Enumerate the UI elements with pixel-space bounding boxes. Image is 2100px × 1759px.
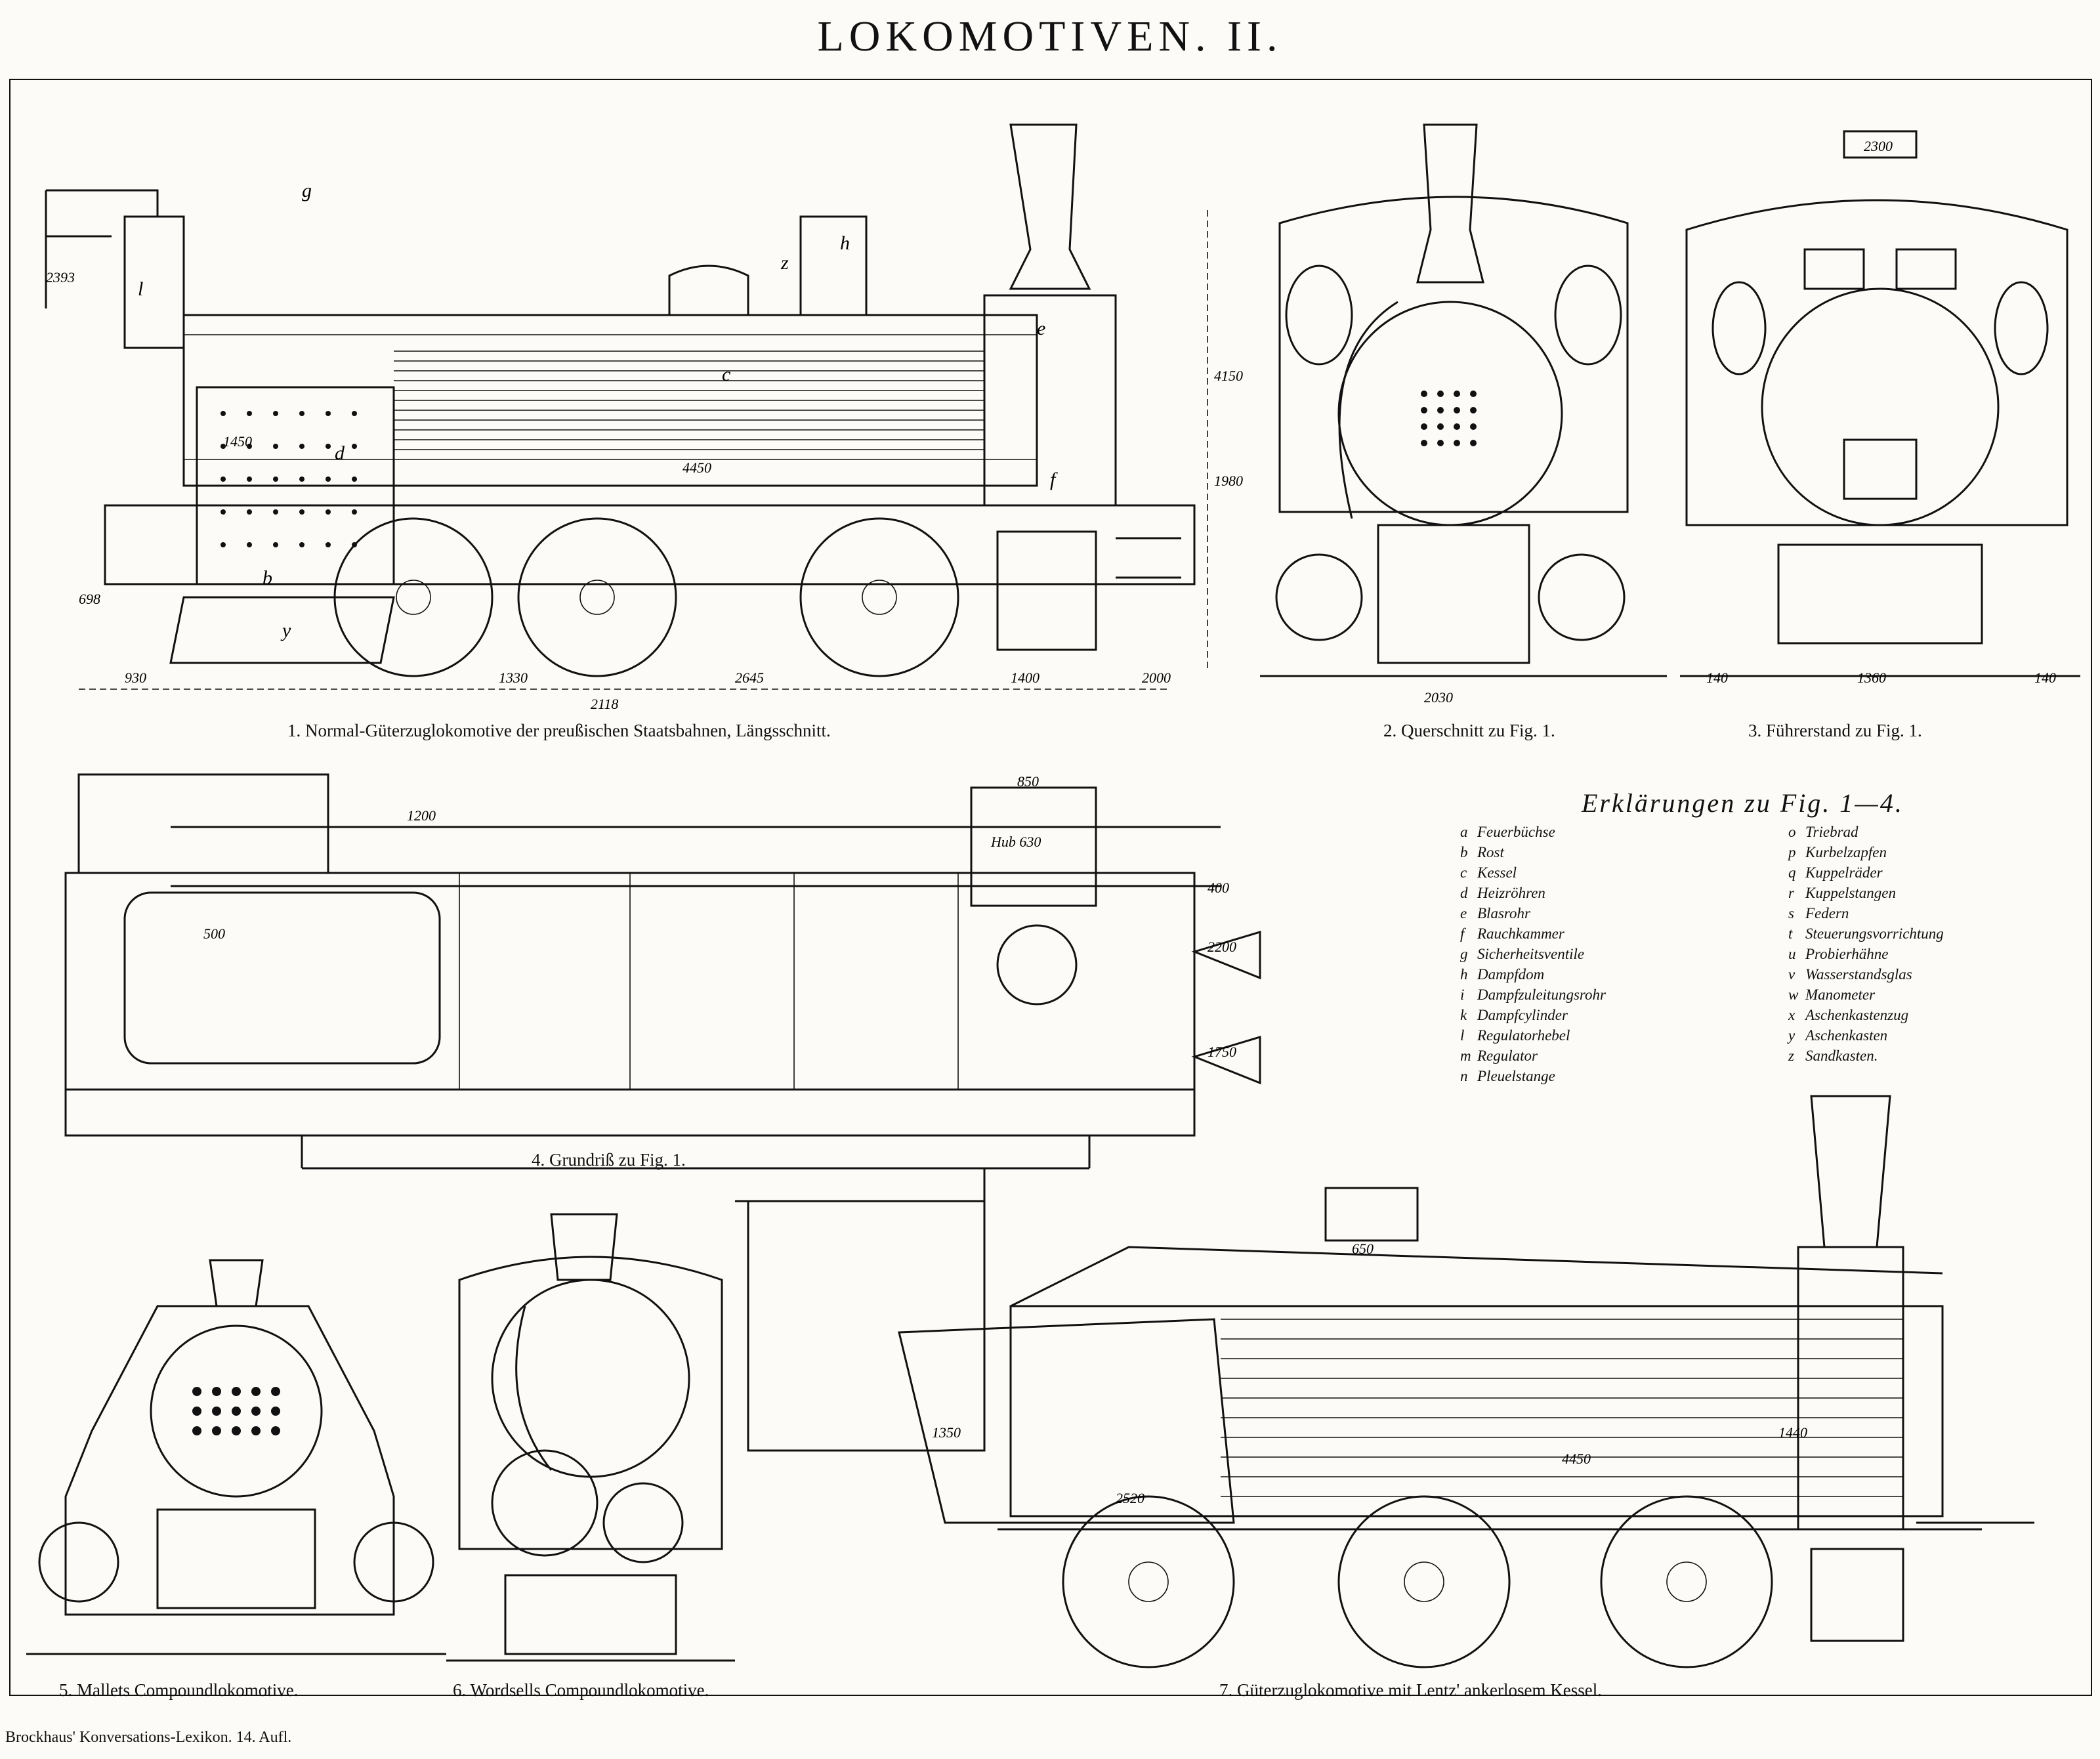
figure-1-drawing: 930 1330 2645 1400 2000 2118 4450 4150 1…	[45, 123, 1243, 712]
dim-1750: 1750	[1208, 1044, 1236, 1060]
dim-1440: 1440	[1778, 1424, 1807, 1441]
dim-4150: 4150	[1214, 368, 1243, 384]
dim-650: 650	[1352, 1240, 1374, 1257]
svg-text:g: g	[302, 180, 312, 201]
figure-3-drawing: 2300 140 1360 140	[1680, 130, 2080, 686]
dim-140-right: 140	[2034, 669, 2056, 686]
footer-citation: Brockhaus' Konversations-Lexikon. 14. Au…	[5, 1729, 292, 1746]
dim-2030: 2030	[1424, 689, 1453, 706]
dim-4450: 4450	[1562, 1451, 1591, 1467]
dim-400: 400	[1208, 880, 1229, 896]
dim-2645: 930	[125, 669, 146, 686]
figure-6-caption: 6. Wordsells Compoundlokomotive.	[453, 1680, 709, 1700]
figure-4-drawing: 850 1200 Hub 630 500 400 2200 1750	[64, 773, 1261, 1170]
dim-2200: 2200	[1208, 939, 1236, 955]
figure-6-drawing	[446, 1213, 735, 1662]
dim-2118: 1400	[1011, 669, 1040, 686]
dim-8000: 2118	[591, 696, 618, 712]
dim-850: 850	[1017, 773, 1039, 790]
dim-1980: 1980	[1214, 473, 1243, 489]
figure-7-drawing: 650 1350 4450 2520 1440	[735, 1095, 2034, 1668]
dim-1200: 1200	[407, 807, 436, 824]
svg-text:b: b	[262, 567, 272, 589]
svg-text:d: d	[335, 442, 345, 464]
dim-140-left: 140	[1706, 669, 1728, 686]
svg-text:h: h	[840, 232, 850, 254]
dim-2300: 2300	[1864, 138, 1893, 154]
figure-5-caption: 5. Mallets Compoundlokomotive.	[59, 1680, 299, 1700]
dim-500: 500	[203, 925, 225, 942]
figure-5-drawing	[26, 1259, 446, 1655]
figure-7-caption: 7. Güterzuglokomotive mit Lentz' ankerlo…	[1219, 1680, 1602, 1700]
dim-2000: 2645	[735, 669, 764, 686]
dim-650: 2000	[1142, 669, 1171, 686]
plate-frame	[9, 79, 2092, 1696]
svg-text:z: z	[780, 252, 789, 274]
dim-1400: 1330	[499, 669, 528, 686]
dim-1360: 1360	[1857, 669, 1886, 686]
legend-title: Erklärungen zu Fig. 1—4.	[1582, 788, 1904, 818]
page-title: LOKOMOTIVEN. II.	[817, 12, 1283, 60]
svg-text:y: y	[280, 620, 291, 641]
svg-text:l: l	[138, 278, 143, 300]
dim-1450: 1450	[223, 433, 252, 450]
figure-2-drawing: 2030	[1260, 123, 1667, 706]
svg-text:c: c	[722, 364, 730, 385]
dim-hub: Hub 630	[990, 834, 1041, 850]
figure-3-caption: 3. Führerstand zu Fig. 1.	[1748, 721, 1922, 740]
figure-4-caption: 4. Grundriß zu Fig. 1.	[532, 1150, 686, 1170]
dim-2520: 2520	[1116, 1490, 1144, 1506]
dim-698: 698	[79, 591, 100, 607]
dim-1350: 1350	[932, 1424, 961, 1441]
dim-2393: 2393	[46, 269, 75, 286]
figure-1-caption: 1. Normal-Güterzuglokomotive der preußis…	[287, 721, 831, 740]
svg-text:e: e	[1037, 318, 1045, 339]
figure-2-caption: 2. Querschnitt zu Fig. 1.	[1383, 721, 1555, 740]
svg-text:f: f	[1050, 469, 1058, 490]
dim-4450: 4450	[682, 459, 711, 476]
